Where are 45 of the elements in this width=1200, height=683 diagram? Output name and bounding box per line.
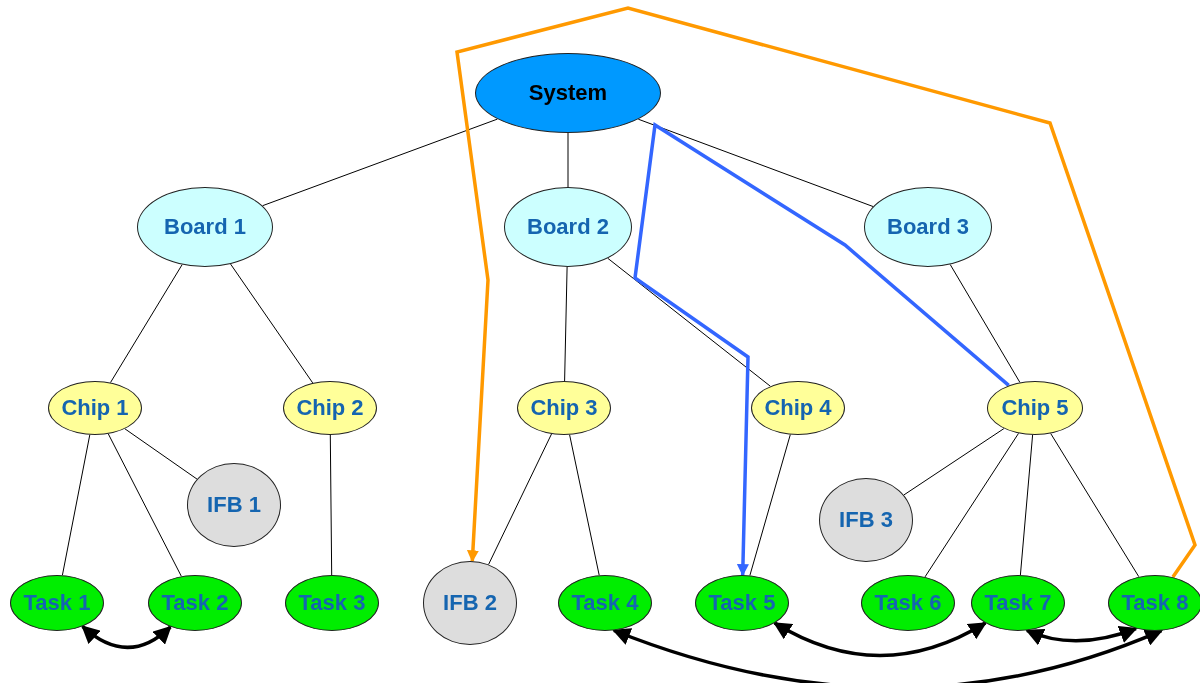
double-arrow xyxy=(773,621,987,658)
connector-line xyxy=(488,433,552,565)
node-label: Task 5 xyxy=(708,590,776,616)
node-label: Chip 5 xyxy=(1001,395,1069,421)
ellipse-node xyxy=(751,381,845,435)
node-label: Task 2 xyxy=(161,590,229,616)
connector-line xyxy=(749,434,791,576)
node-label: Task 3 xyxy=(298,590,366,616)
ellipse-node xyxy=(971,575,1065,631)
node-label: Chip 1 xyxy=(61,395,129,421)
connector-line xyxy=(564,266,568,382)
node-label: IFB 2 xyxy=(443,590,497,616)
arrow xyxy=(633,122,1010,577)
ellipse-node xyxy=(695,575,789,631)
node-label: Board 3 xyxy=(887,214,969,240)
connector-line xyxy=(107,433,182,577)
ellipse-node xyxy=(1108,575,1200,631)
connector-line xyxy=(1019,434,1034,576)
node-label: Task 7 xyxy=(984,590,1052,616)
double-arrow xyxy=(612,627,1164,683)
node-label: Board 2 xyxy=(527,214,609,240)
arrow xyxy=(455,6,1197,579)
node-label: Board 1 xyxy=(164,214,246,240)
connector-line xyxy=(607,257,771,387)
double-arrow xyxy=(1025,625,1138,645)
connector-line xyxy=(637,118,874,207)
node-label: Task 8 xyxy=(1121,590,1189,616)
node-label: Chip 4 xyxy=(764,395,832,421)
node-label: Task 6 xyxy=(874,590,942,616)
connector-line xyxy=(903,428,1005,496)
double-arrow xyxy=(81,625,172,650)
connector-line xyxy=(124,428,198,480)
connector-line xyxy=(329,434,333,576)
node-label: Chip 2 xyxy=(296,395,364,421)
node-label: Task 1 xyxy=(23,590,91,616)
connector-line xyxy=(61,434,91,576)
node-label: Task 4 xyxy=(571,590,639,616)
connector-line xyxy=(567,132,569,188)
connector-line xyxy=(110,264,183,383)
node-label: IFB 3 xyxy=(839,507,893,533)
connector-line xyxy=(569,434,600,576)
node-label: IFB 1 xyxy=(207,492,261,518)
connector-line xyxy=(949,264,1021,383)
node-label: Chip 3 xyxy=(530,395,598,421)
node-label: System xyxy=(528,80,608,106)
